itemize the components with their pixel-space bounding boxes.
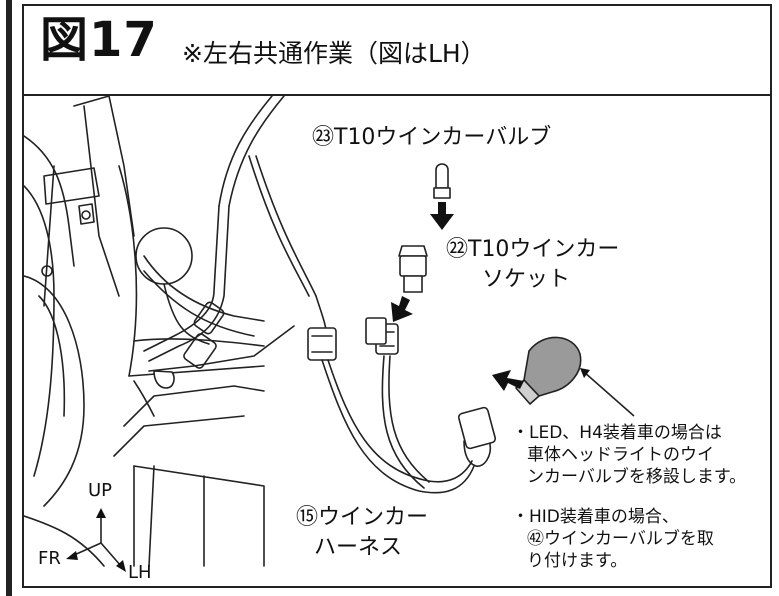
note-pointer-line	[583, 371, 635, 417]
header-divider	[24, 94, 770, 96]
callout-t10-bulb: ㉓T10ウインカーバルブ	[312, 125, 552, 150]
direction-lh: LH	[128, 562, 152, 583]
arrow-bulb-to-socket-icon	[430, 202, 454, 230]
arrow-up-icon	[96, 508, 106, 518]
relocated-bulb-icon	[515, 336, 582, 405]
callout-t10-socket-line2: ソケット	[482, 267, 571, 292]
figure-label: 図17	[40, 12, 158, 68]
harness-wires	[133, 96, 317, 417]
installation-diagram	[24, 96, 635, 572]
note-hid-line1: ・HID装着車の場合、	[512, 507, 679, 527]
note-hid-line2: ㊷ウインカーバルブを取	[527, 529, 714, 549]
note-pointer-arrowhead-icon	[580, 368, 590, 378]
socket-plug-icon	[365, 317, 387, 345]
arrow-lh-icon	[116, 560, 126, 572]
t10-bulb-icon	[433, 163, 451, 199]
callout-harness-line2: ハーネス	[314, 535, 403, 560]
direction-fr: FR	[38, 548, 61, 569]
note-led-h4-line3: ンカーバルブを移設します。	[527, 467, 747, 487]
frame-connectors	[153, 301, 225, 389]
note-led-h4-line1: ・LED、H4装着車の場合は	[512, 423, 722, 443]
direction-up: UP	[88, 480, 113, 501]
arrow-fr-icon	[66, 551, 78, 560]
figure-panel: 図17 ※左右共通作業（図はLH）	[22, 4, 772, 588]
note-hid-line3: り付けます。	[527, 551, 628, 571]
orientation-axes	[71, 513, 122, 567]
harness-15	[307, 295, 497, 494]
arrow-bulb-to-harness-icon	[492, 370, 524, 391]
t10-socket-icon	[398, 245, 428, 293]
arrow-socket-to-plug-icon	[391, 296, 413, 322]
headlight-housing	[24, 96, 265, 567]
page-edge-rule	[6, 0, 12, 596]
note-led-h4-line2: 車体ヘッドライトのウイ	[527, 445, 714, 465]
figure-caption: ※左右共通作業（図はLH）	[182, 39, 486, 68]
callout-harness-line1: ⑮ウインカー	[296, 505, 429, 530]
callout-t10-socket-line1: ㉒T10ウインカー	[446, 237, 620, 262]
